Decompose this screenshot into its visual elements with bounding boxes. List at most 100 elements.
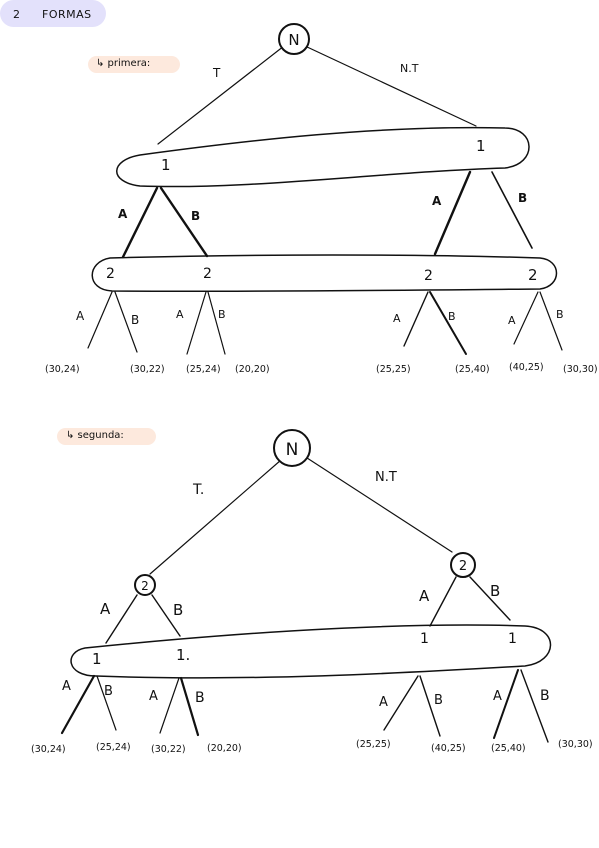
tree2-edge-l2-3b xyxy=(419,675,441,737)
tree2-level1-node-left xyxy=(134,574,156,596)
tree2-edge-l2-4a xyxy=(493,669,519,739)
tree2-payoff-3: (30,22) xyxy=(151,744,186,755)
tree1-l2-edge-label-3: A xyxy=(176,308,184,321)
tree2-payoff-1: (30,24) xyxy=(31,744,66,755)
tree1-edge-l2-1b xyxy=(114,291,138,353)
tree1-edge-label-4: B xyxy=(518,191,527,205)
section-number: 2 xyxy=(13,8,21,21)
tree2-branch-right-label: N.T xyxy=(375,470,397,485)
tree2-root-node xyxy=(273,429,311,467)
section-title-tag: 2 FORMAS xyxy=(0,0,106,27)
tree2-edge-label-3: A xyxy=(419,587,430,605)
tree2-level1-node-right xyxy=(450,552,476,578)
tree1-edge-l1-left-a xyxy=(121,186,159,259)
tree2-branch-left-label: T. xyxy=(192,482,204,498)
tree1-payoff-2: (30,22) xyxy=(130,364,165,375)
tree1-edge-l2-4b xyxy=(539,291,563,351)
tree1-payoff-1: (30,24) xyxy=(45,364,80,375)
tree1-edge-label-2: B xyxy=(191,209,200,223)
tree2-edge-label-4: B xyxy=(490,582,500,600)
tree2: T. N.T N 2 2 A B A B 1 1. 1 1 A B xyxy=(31,429,593,755)
tree1-edge-l2-3b xyxy=(429,291,467,355)
tree1-level1-node-right: 1 xyxy=(476,137,486,155)
tree2-l2-edge-label-6: B xyxy=(434,693,443,708)
tree2-l2-edge-label-3: A xyxy=(149,689,158,704)
tree2-payoff-6: (40,25) xyxy=(431,743,466,754)
tree2-edge-l2-2a xyxy=(159,677,180,734)
tree1-caption-tag: ↳ primera: xyxy=(88,56,180,73)
tree2-payoff-7: (25,40) xyxy=(491,743,526,754)
tree1-edge-l2-3a xyxy=(403,291,429,347)
tree2-caption-tag: ↳ segunda: xyxy=(57,428,156,445)
tree2-edge-l2-4b xyxy=(520,669,549,743)
tree1-edge-root-left xyxy=(157,45,285,145)
tree1-level1-info-set xyxy=(116,126,530,188)
tree1-edge-l2-2b xyxy=(207,291,226,355)
tree1-l2-edge-label-4: B xyxy=(218,308,226,321)
tree1-l2-edge-label-1: A xyxy=(76,309,85,323)
tree2-edge-label-2: B xyxy=(173,601,183,619)
tree2-level2-node-4: 1 xyxy=(508,631,517,647)
tree2-l2-edge-label-4: B xyxy=(195,690,205,706)
tree2-payoff-4: (20,20) xyxy=(207,743,242,754)
tree1-caption: ↳ primera: xyxy=(96,58,151,69)
tree2-edge-l1-right-b xyxy=(469,576,511,621)
tree2-edge-l1-left-a xyxy=(105,594,138,644)
tree2-l2-edge-label-8: B xyxy=(540,688,550,704)
tree1-edge-l2-2a xyxy=(186,291,207,355)
tree1-l2-edge-label-7: A xyxy=(508,314,516,327)
tree1-payoff-3: (25,24) xyxy=(186,364,221,375)
tree2-l2-edge-label-5: A xyxy=(379,695,388,710)
tree1-l2-edge-label-8: B xyxy=(556,308,564,321)
tree2-root-label: N xyxy=(286,440,299,460)
tree2-level1-label-right: 2 xyxy=(459,559,467,574)
tree1-level2-node-2: 2 xyxy=(203,266,212,282)
tree2-payoff-8: (30,30) xyxy=(558,739,593,750)
tree1-payoff-8: (30,30) xyxy=(563,364,598,375)
tree1: T N.T N 1 1 A B A B 2 2 2 2 A B A xyxy=(45,23,598,375)
tree1-root-label: N xyxy=(288,31,299,49)
tree2-edge-l1-left-b xyxy=(151,594,181,637)
tree1-root-node xyxy=(278,23,310,55)
tree1-level1-node-left: 1 xyxy=(161,156,171,174)
tree1-level2-info-set xyxy=(91,254,558,293)
tree1-edge-l1-right-b xyxy=(491,171,533,249)
tree2-level2-node-2: 1. xyxy=(176,646,190,664)
tree1-level2-node-1: 2 xyxy=(106,266,115,282)
tree2-edge-root-left xyxy=(149,459,282,575)
tree1-branch-right-label: N.T xyxy=(400,62,419,75)
tree1-edge-l1-left-b xyxy=(159,186,209,258)
tree2-level2-info-set xyxy=(70,624,552,679)
tree1-edge-l2-4a xyxy=(513,291,539,345)
section-title: FORMAS xyxy=(42,8,92,21)
tree1-payoff-7: (40,25) xyxy=(509,362,544,373)
tree1-level2-node-4: 2 xyxy=(528,266,538,284)
tree1-l2-edge-label-5: A xyxy=(393,312,401,325)
tree2-edge-l2-2b xyxy=(179,676,200,737)
tree2-l2-edge-label-7: A xyxy=(493,689,502,704)
tree2-payoff-5: (25,25) xyxy=(356,739,391,750)
tree2-level2-node-1: 1 xyxy=(92,650,102,668)
tree1-l2-edge-label-2: B xyxy=(131,313,139,327)
tree1-branch-left-label: T xyxy=(212,66,221,80)
tree1-edge-root-right xyxy=(304,45,477,127)
tree2-l2-edge-label-1: A xyxy=(62,679,71,694)
tree1-payoff-6: (25,40) xyxy=(455,364,490,375)
tree2-level2-node-3: 1 xyxy=(420,631,429,647)
tree2-edge-l2-1b xyxy=(96,675,117,731)
tree2-payoff-2: (25,24) xyxy=(96,742,131,753)
tree1-edge-l2-1a xyxy=(87,291,113,349)
tree1-level2-node-3: 2 xyxy=(424,268,433,284)
tree2-caption: ↳ segunda: xyxy=(66,430,124,441)
tree2-edge-label-1: A xyxy=(100,600,111,618)
tree1-l2-edge-label-6: B xyxy=(448,310,456,323)
tree2-l2-edge-label-2: B xyxy=(104,684,113,699)
tree2-edge-l1-right-a xyxy=(429,576,457,627)
tree2-edge-l2-1a xyxy=(60,674,96,735)
tree1-payoff-4: (20,20) xyxy=(235,364,270,375)
tree1-edge-l1-right-a xyxy=(433,170,472,256)
tree2-edge-root-right xyxy=(303,455,453,553)
tree2-edge-l2-3a xyxy=(383,675,419,731)
tree1-payoff-5: (25,25) xyxy=(376,364,411,375)
